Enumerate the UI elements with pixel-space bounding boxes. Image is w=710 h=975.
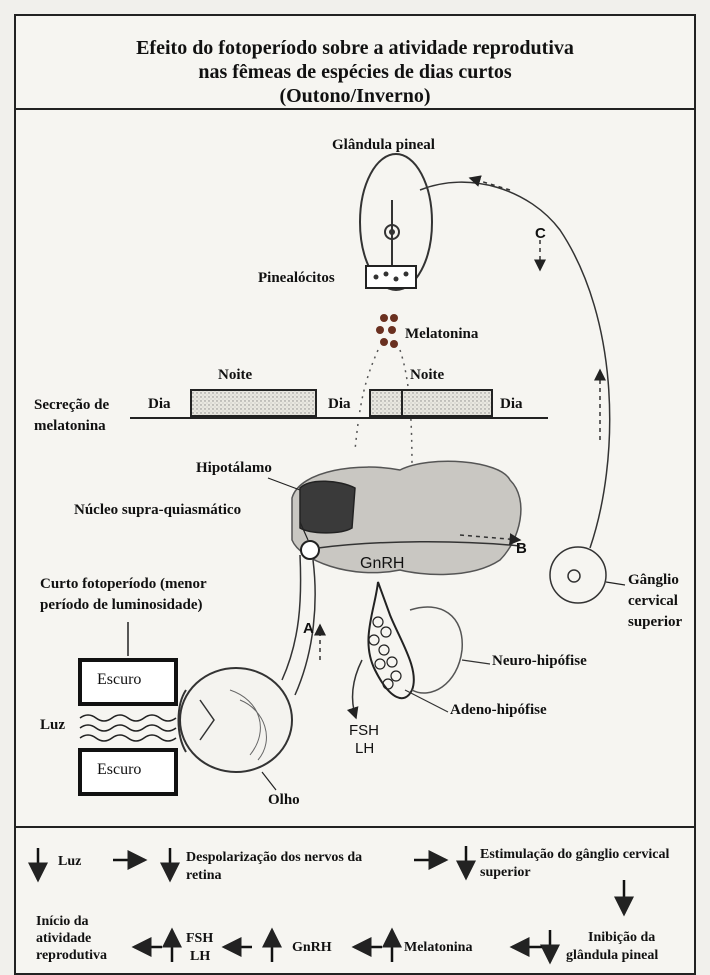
flow-light: Luz [58,853,81,870]
label-night-right: Noite [410,367,444,384]
scn-circle [301,541,319,559]
label-dark-top: Escuro [97,671,141,689]
label-melatonin: Melatonina [405,326,478,343]
flow-lh: LH [190,948,210,965]
neurohypophysis-shape [410,607,462,693]
label-path-c: C [535,225,546,242]
label-eye: Olho [268,792,300,809]
flow-start-1: Início da [36,913,89,930]
label-gnrh: GnRH [360,555,404,573]
label-hypothalamus: Hipotálamo [196,460,272,477]
label-lh: LH [355,740,374,757]
light-waves [80,715,176,741]
flow-fsh: FSH [186,930,213,947]
flow-depolarization-1: Despolarização dos nervos da [186,849,362,866]
flow-inhibition-1: Inibição da [588,929,655,946]
label-short-photoperiod-2: período de luminosidade) [40,597,203,614]
label-pineal-gland: Glândula pineal [332,137,435,154]
flow-gnrh: GnRH [292,939,332,956]
label-neurohypophysis: Neuro-hipófise [492,653,587,670]
label-ganglion-1: Gânglio [628,572,679,589]
label-night-left: Noite [218,367,252,384]
flow-start-3: reprodutiva [36,947,107,964]
label-day-3: Dia [500,396,523,413]
melatonin-dots [376,314,398,348]
label-fsh: FSH [349,722,379,739]
flow-stimulation-2: superior [480,864,531,881]
flow-start-2: atividade [36,930,91,947]
flow-melatonin: Melatonina [404,939,472,956]
label-scn: Núcleo supra-quiasmático [74,502,241,519]
label-pinealocytes: Pinealócitos [258,270,335,287]
flow-stimulation-1: Estimulação do gânglio cervical [480,846,669,863]
label-secretion-1: Secreção de [34,397,109,414]
label-path-b: B [516,540,527,557]
night-bar-mid [370,390,402,416]
label-short-photoperiod-1: Curto fotoperíodo (menor [40,576,207,593]
label-ganglion-3: superior [628,614,682,631]
hypothalamus-shape [300,481,355,533]
label-secretion-2: melatonina [34,418,106,435]
label-day-1: Dia [148,396,171,413]
label-ganglion-2: cervical [628,593,678,610]
label-light: Luz [40,717,65,734]
label-day-2: Dia [328,396,351,413]
night-bar-right [402,390,492,416]
eye-shape [179,668,293,772]
flow-depolarization-2: retina [186,867,222,884]
label-adenohypophysis: Adeno-hipófise [450,702,547,719]
label-dark-bottom: Escuro [97,761,141,779]
flow-inhibition-2: glândula pineal [566,947,658,964]
label-path-a: A [303,620,314,637]
night-bar-left [191,390,316,416]
ganglion-circle [550,547,606,603]
